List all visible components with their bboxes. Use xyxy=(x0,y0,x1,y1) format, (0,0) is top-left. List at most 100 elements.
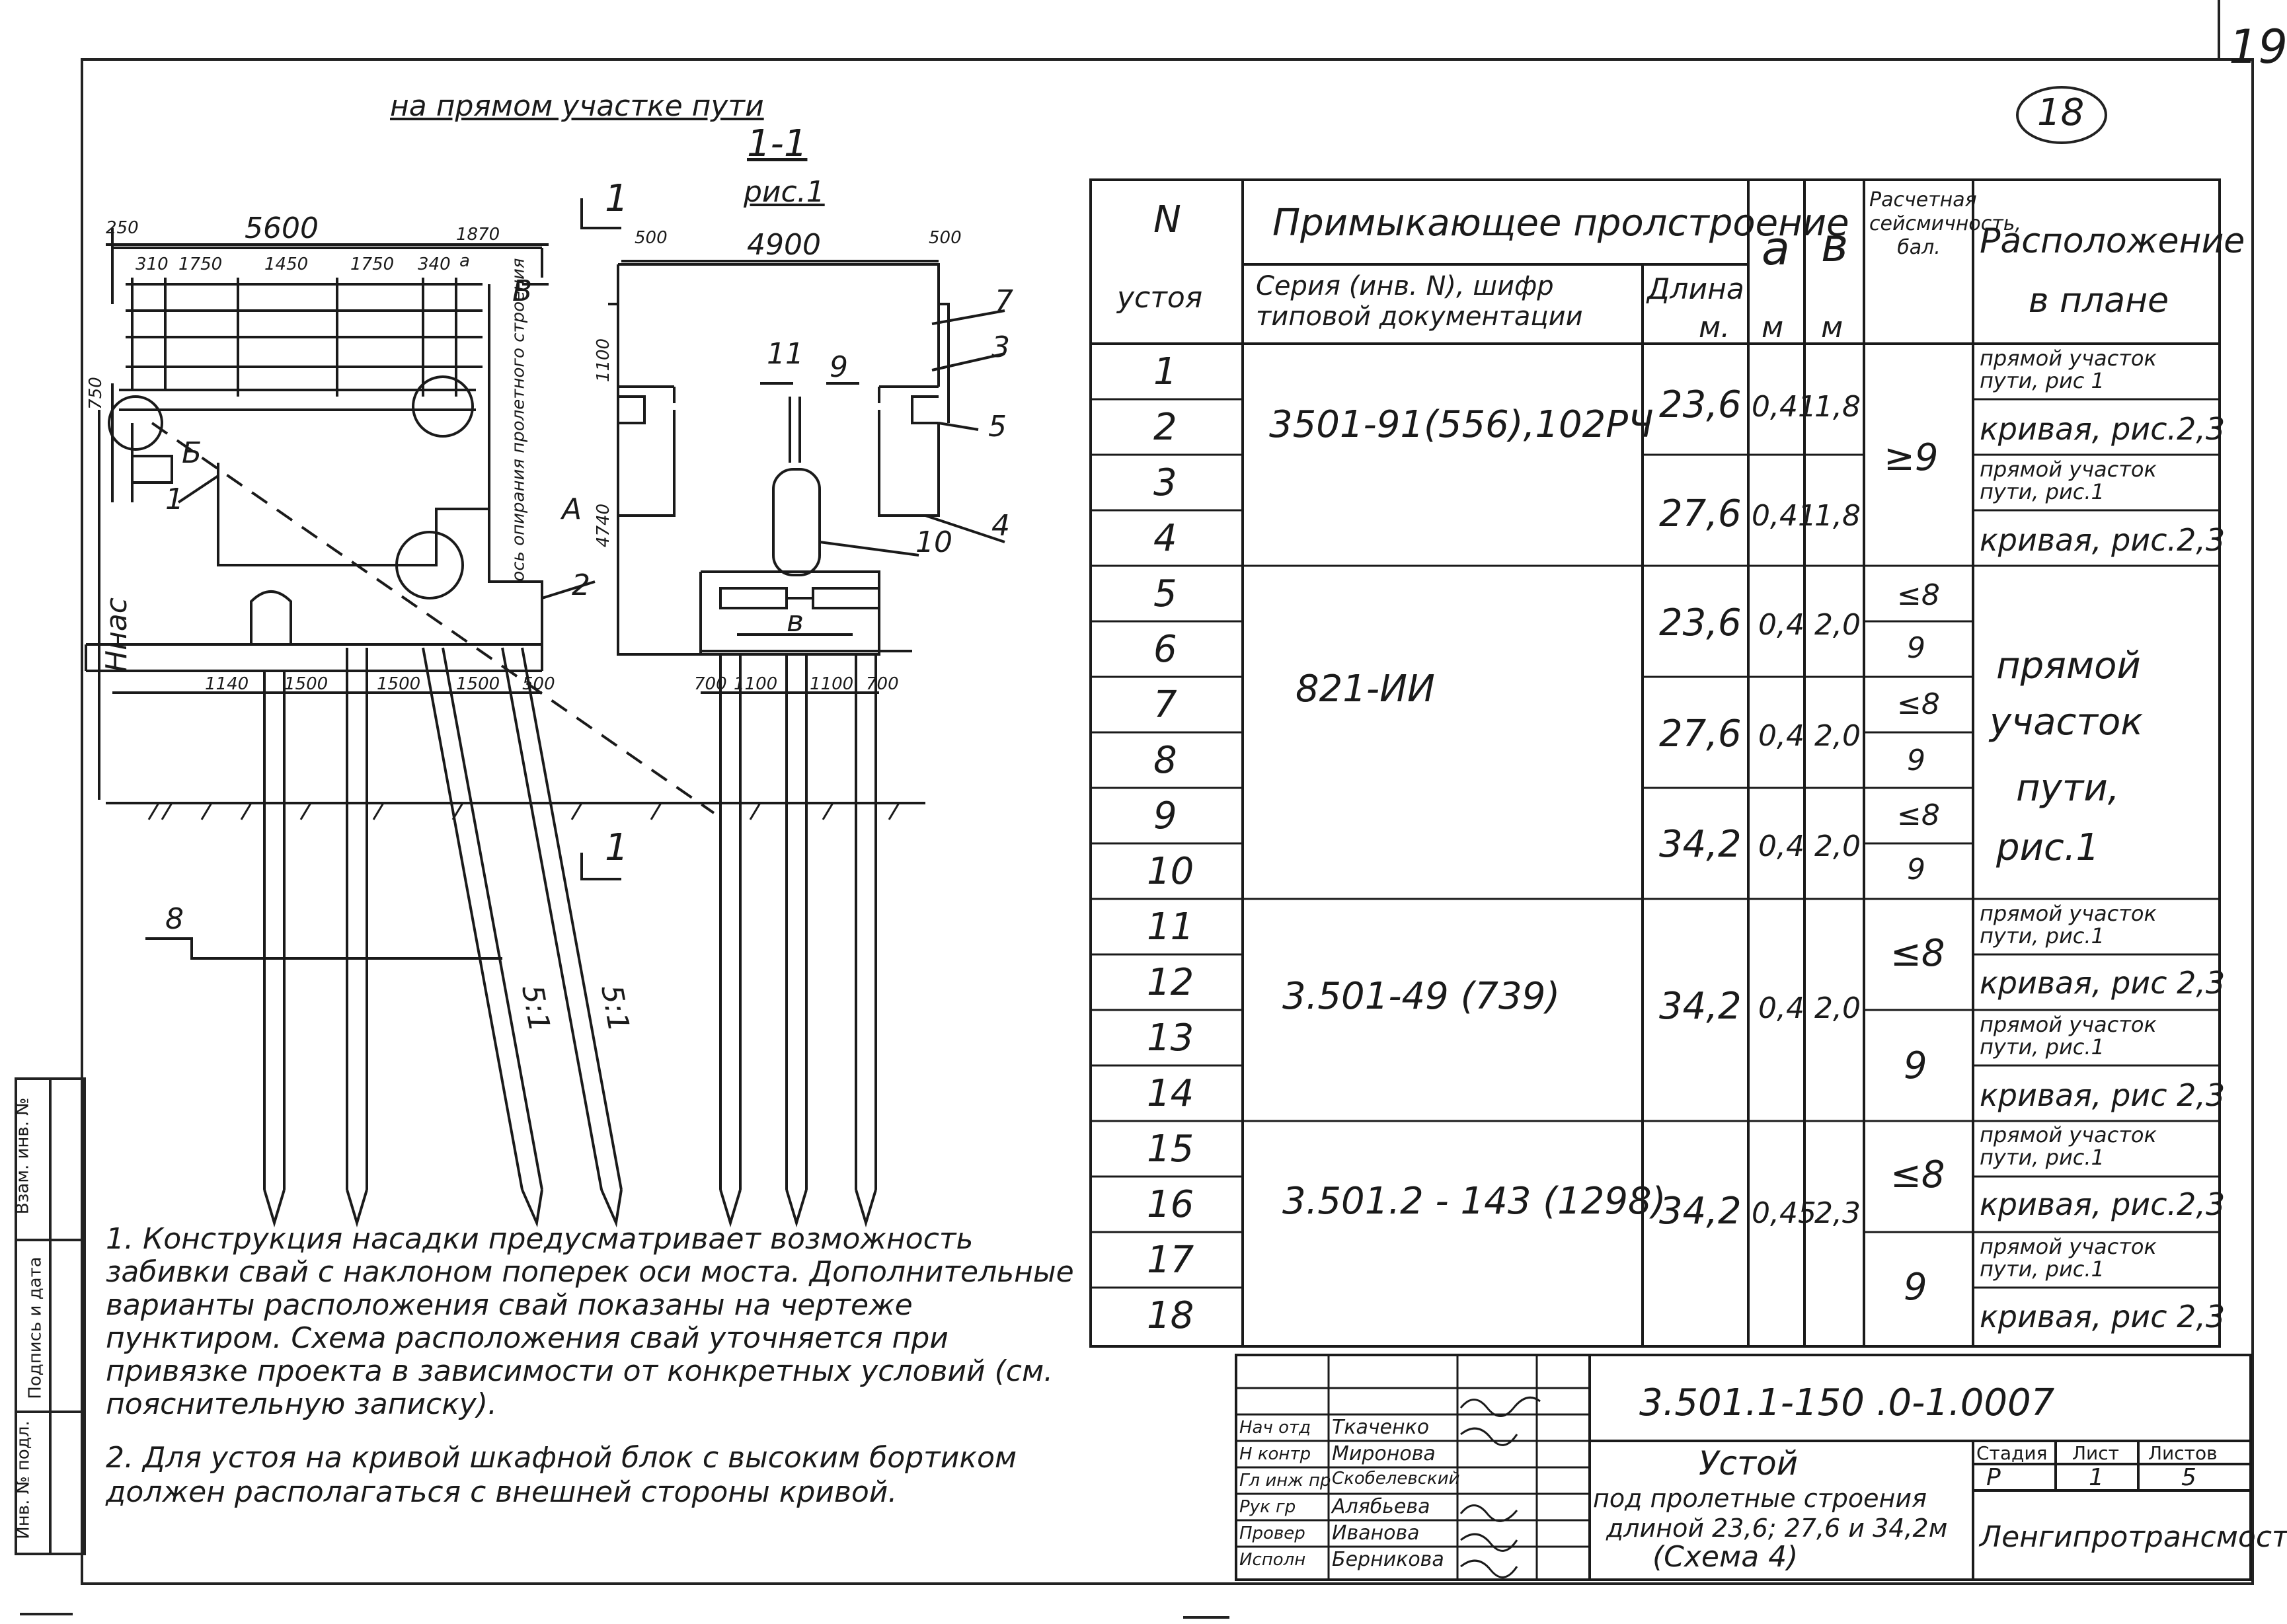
tb-sheets-header: Листов xyxy=(2148,1442,2218,1464)
b-g2-1: 2,0 xyxy=(1814,608,1861,642)
loc-g1-2: кривая, рис.2,3 xyxy=(1980,411,2226,447)
a-g2-2: 0,4 xyxy=(1758,719,1804,753)
row-n-16: 16 xyxy=(1147,1183,1194,1226)
letter-B: В xyxy=(512,274,533,308)
row-n-11: 11 xyxy=(1147,906,1194,948)
series-g3: 3.501-49 (739) xyxy=(1282,975,1561,1018)
a-g2-1: 0,4 xyxy=(1758,608,1804,642)
letter-Bsmall: Б xyxy=(182,436,202,470)
seis-g2-6: 9 xyxy=(1907,853,1925,886)
row-n-3: 3 xyxy=(1153,461,1177,504)
loc-g2-1: прямой xyxy=(1996,644,2141,687)
dim-sec-4900: 4900 xyxy=(747,228,821,262)
dim-a: a xyxy=(459,251,470,271)
dim-1870: 1870 xyxy=(456,225,500,245)
bottom-mark-left xyxy=(20,1613,73,1615)
len-g4: 34,2 xyxy=(1659,1190,1742,1233)
callout-10: 10 xyxy=(915,525,952,559)
hdr-b: в xyxy=(1821,218,1849,272)
hdr-location: Расположение в плане xyxy=(1980,221,2245,321)
a-g1-2: 0,41 xyxy=(1752,499,1816,533)
callout-3: 3 xyxy=(991,330,1010,364)
stamp-mark xyxy=(2016,86,2107,144)
len-g3: 34,2 xyxy=(1659,985,1742,1028)
row-n-8: 8 xyxy=(1153,739,1177,782)
loc-g3-3: прямой участок пути, рис.1 xyxy=(1980,1012,2157,1060)
loc-g2-4: рис.1 xyxy=(1996,826,2100,869)
loc-g3-2: кривая, рис 2,3 xyxy=(1980,965,2226,1001)
seis-g3-1: ≤8 xyxy=(1890,932,1945,975)
tb-name-2: Миронова xyxy=(1332,1442,1436,1465)
tb-role-2: Н контр xyxy=(1239,1444,1311,1464)
loc-g4-4: кривая, рис 2,3 xyxy=(1980,1299,2226,1334)
tb-role-6: Исполн xyxy=(1239,1550,1306,1570)
row-n-17: 17 xyxy=(1147,1239,1194,1282)
loc-g1-4: кривая, рис.2,3 xyxy=(1980,522,2226,558)
dim-pr-700a: 700 xyxy=(694,674,727,694)
seis-g2-3: ≤8 xyxy=(1897,687,1940,721)
hdr-length: Длина xyxy=(1647,272,1744,306)
a-g1-1: 0,41 xyxy=(1752,390,1816,424)
len-g1-2: 27,6 xyxy=(1659,492,1742,535)
tb-name-6: Берникова xyxy=(1332,1548,1444,1571)
seis-g2-4: 9 xyxy=(1907,744,1925,777)
tb-title-2: под пролетные строения xyxy=(1593,1484,1927,1513)
loc-g3-4: кривая, рис 2,3 xyxy=(1980,1077,2226,1113)
hdr-a: а xyxy=(1762,221,1790,276)
row-n-7: 7 xyxy=(1153,683,1177,726)
callout-1: 1 xyxy=(165,483,184,516)
sheet-frame xyxy=(81,58,2254,1585)
callout-5: 5 xyxy=(988,410,1007,444)
tb-organization: Ленгипротрансмост xyxy=(1980,1520,2287,1554)
loc-g4-3: прямой участок пути, рис.1 xyxy=(1980,1234,2157,1282)
hdr-series: Серия (инв. N), шифр типовой документаци… xyxy=(1256,271,1583,332)
tb-title-3: длиной 23,6; 27,6 и 34,2м xyxy=(1606,1514,1948,1543)
note-1: 1. Конструкция насадки предусматривает в… xyxy=(106,1222,1074,1421)
hdr-length-unit: м. xyxy=(1699,311,1730,344)
series-g4: 3.501.2 - 143 (1298) xyxy=(1282,1180,1666,1223)
side-stamp: Инв. № подл. Подпись и дата Взам. инв. № xyxy=(13,1077,86,1555)
tb-name-3: Скобелевский xyxy=(1332,1469,1460,1489)
row-n-12: 12 xyxy=(1147,961,1194,1004)
row-n-14: 14 xyxy=(1147,1072,1194,1115)
dim-pr-700b: 700 xyxy=(866,674,899,694)
row-n-9: 9 xyxy=(1153,794,1177,837)
hdr-a-unit: м xyxy=(1762,311,1784,344)
page-number: 19 xyxy=(2229,20,2287,74)
section-mark-top: 1 xyxy=(605,177,629,220)
seis-g2-2: 9 xyxy=(1907,631,1925,665)
row-n-13: 13 xyxy=(1147,1017,1194,1060)
tb-code: 3.501.1-150 .0-1.0007 xyxy=(1639,1381,2055,1424)
tb-stage-header: Стадия xyxy=(1976,1442,2048,1464)
callout-2: 2 xyxy=(572,568,590,602)
tb-role-4: Рук гр xyxy=(1239,1497,1296,1517)
hdr-ustoya: устоя xyxy=(1117,281,1203,315)
hdr-adjoining: Примыкающее пролстроение xyxy=(1272,202,1849,245)
seis-g4-1: ≤8 xyxy=(1890,1153,1945,1196)
row-n-15: 15 xyxy=(1147,1128,1194,1171)
letter-A: А xyxy=(562,492,582,526)
callout-8: 8 xyxy=(165,902,184,936)
dim-1750b: 1750 xyxy=(350,254,395,274)
len-g1-1: 23,6 xyxy=(1659,383,1742,426)
hdr-b-unit: м xyxy=(1821,311,1843,344)
row-n-4: 4 xyxy=(1153,517,1177,560)
b-g2-2: 2,0 xyxy=(1814,719,1861,753)
section-mark-bottom: 1 xyxy=(605,826,629,869)
a-g3: 0,4 xyxy=(1758,991,1804,1025)
tb-title-1: Устой xyxy=(1699,1444,1799,1483)
dim-250: 250 xyxy=(106,218,139,238)
ustoy-table-grid xyxy=(1089,178,2221,1348)
section-label: 1-1 xyxy=(747,122,808,165)
tb-role-1: Нач отд xyxy=(1239,1418,1311,1438)
dim-1450: 1450 xyxy=(264,254,309,274)
row-n-6: 6 xyxy=(1153,628,1177,671)
stamp-mark-text: 18 xyxy=(2037,91,2085,134)
dim-pile-1500a: 1500 xyxy=(284,674,329,694)
loc-g4-2: кривая, рис.2,3 xyxy=(1980,1186,2226,1222)
seis-g2-5: ≤8 xyxy=(1897,798,1940,832)
b-g2-3: 2,0 xyxy=(1814,830,1861,863)
tb-stage: Р xyxy=(1986,1464,2001,1491)
len-g2-1: 23,6 xyxy=(1659,601,1742,644)
abutment-drawing xyxy=(85,198,1005,1228)
